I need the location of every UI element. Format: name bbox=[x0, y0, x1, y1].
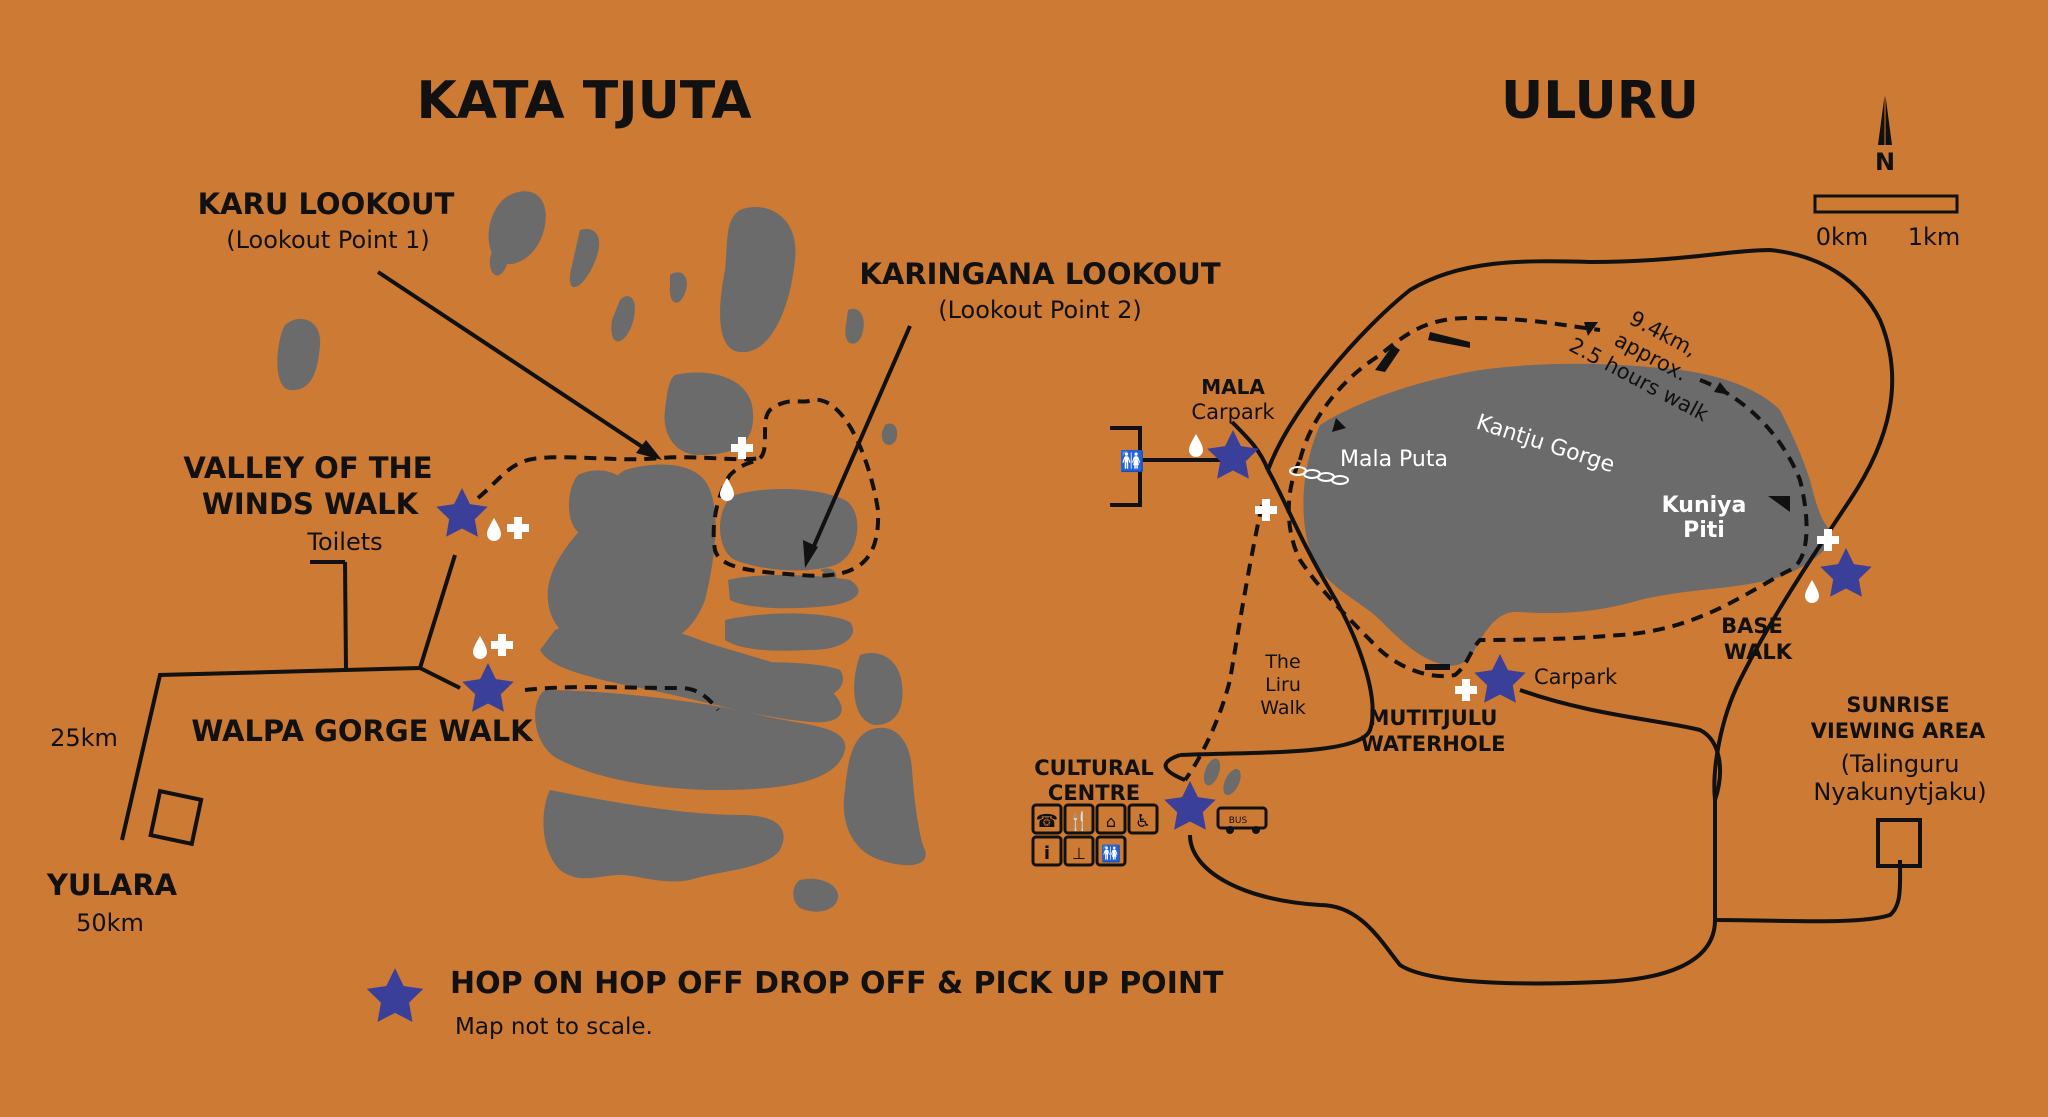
mutitjulu-label-2: WATERHOLE bbox=[1361, 732, 1506, 756]
walpa-gorge-label: WALPA GORGE WALK bbox=[191, 714, 534, 748]
kata-tjuta-domes bbox=[277, 191, 926, 912]
cultural-centre-label-2: CENTRE bbox=[1048, 781, 1140, 805]
svg-text:i: i bbox=[1044, 843, 1050, 864]
first-aid-icon bbox=[1455, 679, 1477, 701]
valley-walk-label-2: WINDS WALK bbox=[202, 487, 420, 521]
mutitjulu-label-1: MUTITJULU bbox=[1369, 706, 1498, 730]
scale-bar bbox=[1813, 194, 1959, 214]
karu-lookout-sub: (Lookout Point 1) bbox=[226, 226, 430, 254]
mala-carpark-label: Carpark bbox=[1191, 400, 1275, 424]
star-icon[interactable] bbox=[462, 663, 514, 712]
mala-label: MALA bbox=[1201, 375, 1265, 399]
phone-icon: ☎ bbox=[1031, 803, 1063, 835]
info-icon: i bbox=[1031, 835, 1063, 867]
liru-walk-label-3: Walk bbox=[1260, 697, 1306, 719]
toilet-icon: 🚻 bbox=[1120, 449, 1145, 473]
svg-text:☎: ☎ bbox=[1036, 811, 1058, 832]
cultural-centre-label-1: CULTURAL bbox=[1034, 756, 1154, 780]
food-icon: 🍴 bbox=[1063, 803, 1095, 835]
valley-walk-label-1: VALLEY OF THE bbox=[183, 451, 432, 485]
piti-label: Piti bbox=[1683, 518, 1725, 543]
base-walk-label-1: BASE bbox=[1721, 614, 1783, 638]
north-label: N bbox=[1875, 148, 1895, 176]
legend-hop-label: HOP ON HOP OFF DROP OFF & PICK UP POINT bbox=[450, 966, 1224, 1001]
water-drop-icon bbox=[487, 518, 501, 541]
svg-text:🚻: 🚻 bbox=[1120, 449, 1145, 473]
water-drop-icon bbox=[473, 636, 487, 659]
lookout-arrows bbox=[376, 270, 912, 568]
sunrise-viewing-marker bbox=[1876, 818, 1922, 868]
svg-text:⊥: ⊥ bbox=[1072, 844, 1086, 863]
legend-star-icon bbox=[366, 968, 424, 1022]
facility-icons: ☎ 🍴 ⌂ ♿ i ⊥ 🚻 bbox=[1031, 803, 1159, 867]
kuniya-label: Kuniya bbox=[1662, 493, 1747, 518]
picnic-icon: ⌂ bbox=[1095, 803, 1127, 835]
star-icon[interactable] bbox=[1820, 548, 1872, 597]
star-icon[interactable] bbox=[1474, 654, 1526, 703]
svg-text:♿: ♿ bbox=[1135, 811, 1151, 832]
karingana-lookout-sub: (Lookout Point 2) bbox=[938, 296, 1142, 324]
karingana-lookout-label: KARINGANA LOOKOUT bbox=[859, 257, 1220, 291]
uluru-trails bbox=[1183, 315, 1809, 782]
svg-text:⌂: ⌂ bbox=[1106, 812, 1116, 831]
scale-min: 0km bbox=[1816, 223, 1869, 251]
water-drop-icon bbox=[1805, 580, 1819, 603]
north-arrow-icon bbox=[1878, 92, 1892, 145]
sunrise-label-3: (Talinguru bbox=[1841, 750, 1960, 778]
mala-puta-label: Mala Puta bbox=[1340, 447, 1448, 472]
kata-tjuta-roads bbox=[120, 554, 461, 847]
water-drop-icon bbox=[1189, 434, 1203, 457]
carpark-label: Carpark bbox=[1534, 665, 1618, 689]
toilets-label: Toilets bbox=[306, 528, 382, 556]
distance-50km: 50km bbox=[76, 909, 144, 937]
svg-text:🚻: 🚻 bbox=[1101, 844, 1121, 863]
svg-text:BUS: BUS bbox=[1229, 816, 1248, 826]
water-tap-icon: ⊥ bbox=[1063, 835, 1095, 867]
sunrise-label-2: VIEWING AREA bbox=[1811, 719, 1986, 743]
chain-icon bbox=[1289, 466, 1349, 485]
scale-max: 1km bbox=[1908, 223, 1961, 251]
first-aid-icon bbox=[1255, 499, 1277, 521]
wheelchair-icon: ♿ bbox=[1127, 803, 1159, 835]
star-icon[interactable] bbox=[1164, 781, 1216, 830]
uluru-title: ULURU bbox=[1501, 71, 1699, 131]
svg-text:🍴: 🍴 bbox=[1068, 810, 1090, 832]
first-aid-icon bbox=[507, 517, 529, 539]
liru-walk-label-1: The bbox=[1264, 651, 1300, 673]
uluru-rock bbox=[1303, 363, 1832, 666]
distance-25km: 25km bbox=[50, 724, 118, 752]
legend-note: Map not to scale. bbox=[455, 1014, 653, 1040]
water-drop-icon bbox=[720, 478, 734, 501]
uluru-roads bbox=[1110, 247, 1922, 986]
karu-lookout-label: KARU LOOKOUT bbox=[198, 187, 455, 221]
toilet-icon: 🚻 bbox=[1095, 835, 1127, 867]
star-icon[interactable] bbox=[1207, 430, 1259, 479]
yulara-label: YULARA bbox=[46, 868, 178, 902]
liru-walk-label-2: Liru bbox=[1265, 674, 1301, 696]
bus-icon: BUS bbox=[1216, 806, 1268, 834]
sunrise-label-4: Nyakunytjaku) bbox=[1813, 778, 1986, 806]
first-aid-icon bbox=[491, 634, 513, 656]
base-walk-label-2: WALK bbox=[1724, 640, 1793, 664]
cave-marker bbox=[1375, 345, 1400, 372]
sunrise-label-1: SUNRISE bbox=[1846, 693, 1949, 717]
kata-tjuta-title: KATA TJUTA bbox=[416, 71, 751, 131]
